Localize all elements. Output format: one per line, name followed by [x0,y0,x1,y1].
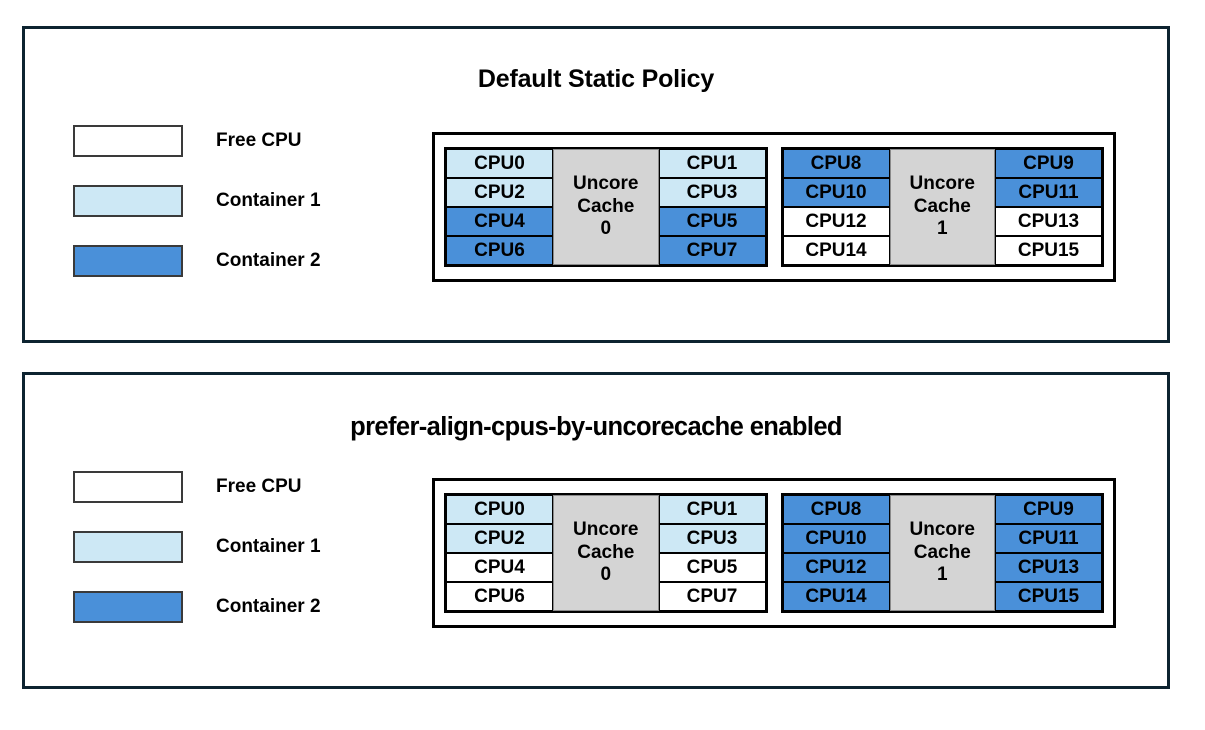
uncore-cache-line1: Uncore [573,173,639,195]
cpu-column-right: CPU9 CPU11 CPU13 CPU15 [995,149,1102,265]
legend: Free CPU Container 1 Container 2 [73,457,321,637]
cpu-column-right: CPU1 CPU3 CPU5 CPU7 [658,495,766,611]
uncore-cache-line2: Cache [913,541,971,563]
legend-item-free-cpu: Free CPU [73,457,321,517]
cpu-cell: CPU9 [995,149,1102,178]
cpu-cell: CPU7 [658,582,766,611]
cpu-cell: CPU3 [658,524,766,553]
cache-group-0: CPU0 CPU2 CPU4 CPU6 Uncore Cache 0 CPU1 … [444,147,768,267]
uncore-cache-block: Uncore Cache 0 [553,495,659,611]
cache-group-0: CPU0 CPU2 CPU4 CPU6 Uncore Cache 0 CPU1 … [444,493,768,613]
legend-label-container-1: Container 1 [216,190,321,211]
cpu-cell: CPU11 [995,178,1102,207]
legend-label-container-2: Container 2 [216,596,321,617]
cpu-cell: CPU10 [782,178,890,207]
uncore-cache-line2: Cache [577,195,635,217]
cpu-column-left: CPU0 CPU2 CPU4 CPU6 [446,149,553,265]
cpu-cell: CPU7 [658,236,766,265]
uncore-cache-line1: Uncore [909,519,975,541]
cpu-cell: CPU0 [446,495,553,524]
legend-item-container-2: Container 2 [73,577,321,637]
legend-item-container-1: Container 1 [73,517,321,577]
uncore-cache-block: Uncore Cache 0 [553,149,659,265]
cpu-cell: CPU9 [995,495,1102,524]
cpu-cell: CPU2 [446,524,553,553]
cpu-cell: CPU1 [658,149,766,178]
cpu-cell: CPU1 [658,495,766,524]
cpu-cell: CPU14 [782,236,890,265]
cpu-cell: CPU12 [782,553,890,582]
panel-prefer-align-cpus-by-uncorecache: prefer-align-cpus-by-uncorecache enabled… [22,372,1170,689]
uncore-cache-line1: Uncore [909,173,975,195]
legend-swatch-container-2 [73,591,183,623]
cpu-topology-diagram: CPU0 CPU2 CPU4 CPU6 Uncore Cache 0 CPU1 … [432,478,1116,628]
cpu-cell: CPU3 [658,178,766,207]
legend-swatch-container-1 [73,531,183,563]
legend-item-container-1: Container 1 [73,171,321,231]
cpu-cell: CPU15 [995,236,1102,265]
cpu-column-right: CPU9 CPU11 CPU13 CPU15 [995,495,1102,611]
cpu-cell: CPU0 [446,149,553,178]
cpu-column-left: CPU8 CPU10 CPU12 CPU14 [782,149,890,265]
cpu-cell: CPU5 [658,553,766,582]
uncore-cache-index: 1 [936,564,948,586]
cpu-cell: CPU11 [995,524,1102,553]
uncore-cache-index: 0 [600,218,612,240]
uncore-cache-line1: Uncore [573,519,639,541]
panel-title: prefer-align-cpus-by-uncorecache enabled [350,413,842,441]
panel-default-static-policy: Default Static Policy Free CPU Container… [22,26,1170,343]
cpu-cell: CPU12 [782,207,890,236]
cpu-cell: CPU8 [782,149,890,178]
uncore-cache-index: 0 [600,564,612,586]
cache-group-1: CPU8 CPU10 CPU12 CPU14 Uncore Cache 1 CP… [780,147,1104,267]
cpu-cell: CPU2 [446,178,553,207]
cpu-cell: CPU15 [995,582,1102,611]
legend-label-container-1: Container 1 [216,536,321,557]
legend-item-container-2: Container 2 [73,231,321,291]
uncore-cache-block: Uncore Cache 1 [889,149,995,265]
legend-swatch-free-cpu [73,125,183,157]
uncore-cache-line2: Cache [913,195,971,217]
uncore-cache-line2: Cache [577,541,635,563]
cpu-cell: CPU5 [658,207,766,236]
cache-group-1: CPU8 CPU10 CPU12 CPU14 Uncore Cache 1 CP… [780,493,1104,613]
legend-label-free-cpu: Free CPU [216,130,302,151]
legend-swatch-container-2 [73,245,183,277]
legend-label-free-cpu: Free CPU [216,476,302,497]
cpu-cell: CPU8 [782,495,890,524]
cpu-cell: CPU13 [995,207,1102,236]
uncore-cache-block: Uncore Cache 1 [889,495,995,611]
legend-label-container-2: Container 2 [216,250,321,271]
legend-swatch-container-1 [73,185,183,217]
cpu-column-right: CPU1 CPU3 CPU5 CPU7 [658,149,766,265]
cpu-column-left: CPU8 CPU10 CPU12 CPU14 [782,495,890,611]
legend-item-free-cpu: Free CPU [73,111,321,171]
cpu-cell: CPU10 [782,524,890,553]
cpu-topology-diagram: CPU0 CPU2 CPU4 CPU6 Uncore Cache 0 CPU1 … [432,132,1116,282]
cpu-cell: CPU13 [995,553,1102,582]
legend: Free CPU Container 1 Container 2 [73,111,321,291]
uncore-cache-index: 1 [936,218,948,240]
cpu-cell: CPU14 [782,582,890,611]
cpu-column-left: CPU0 CPU2 CPU4 CPU6 [446,495,553,611]
cpu-cell: CPU6 [446,236,553,265]
cpu-cell: CPU6 [446,582,553,611]
cpu-cell: CPU4 [446,553,553,582]
cpu-cell: CPU4 [446,207,553,236]
legend-swatch-free-cpu [73,471,183,503]
panel-title: Default Static Policy [477,65,715,93]
